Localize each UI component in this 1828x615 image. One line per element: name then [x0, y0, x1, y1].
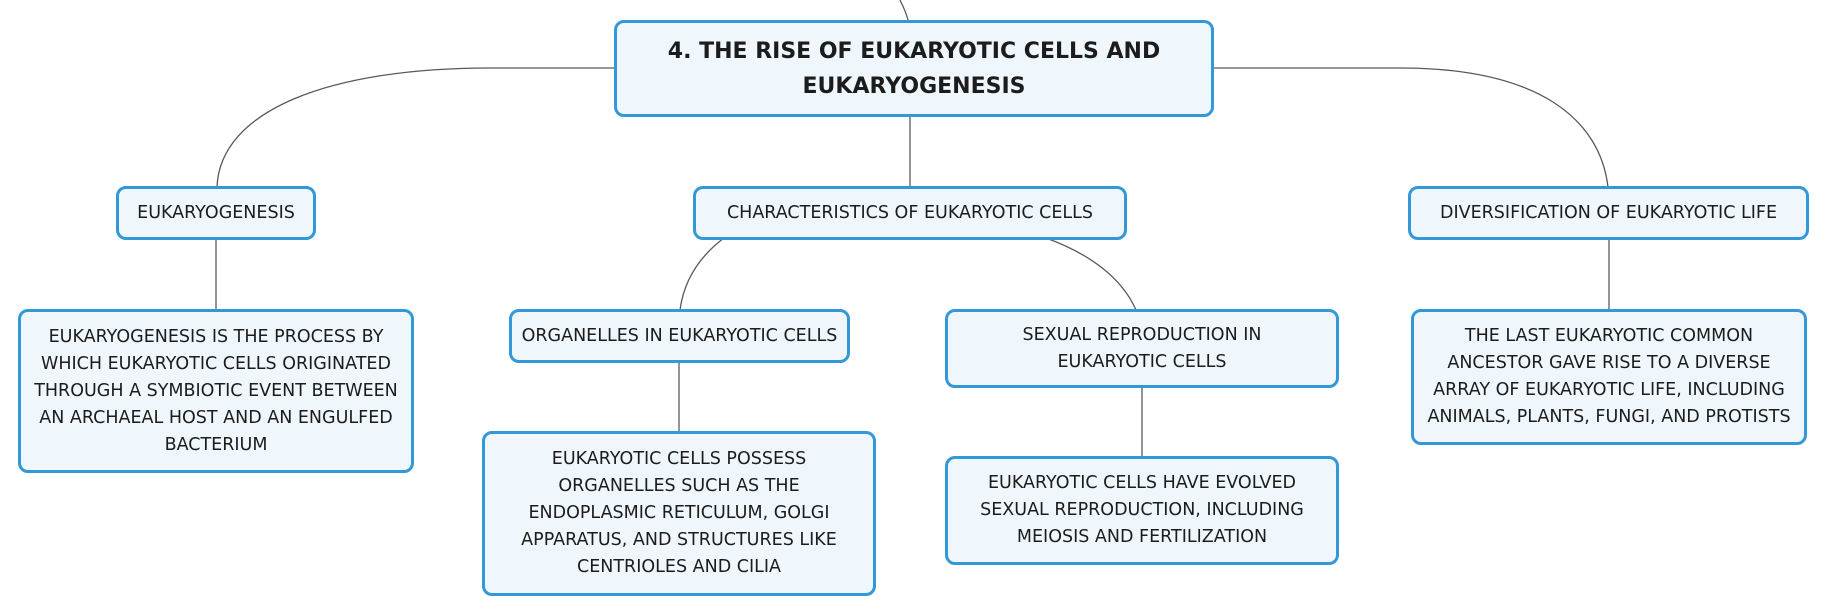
root-topic[interactable]: 4. THE RISE OF EUKARYOTIC CELLS AND EUKA… — [614, 20, 1214, 117]
topic-sexual-reproduction-label: SEXUAL REPRODUCTION IN EUKARYOTIC CELLS — [1022, 324, 1262, 372]
detail-diversification-text: THE LAST EUKARYOTIC COMMON ANCESTOR GAVE… — [1427, 326, 1791, 427]
topic-organelles[interactable]: ORGANELLES IN EUKARYOTIC CELLS — [509, 309, 850, 363]
root-topic-label: 4. THE RISE OF EUKARYOTIC CELLS AND EUKA… — [667, 38, 1161, 99]
connector-characteristics-reproduction — [1045, 237, 1137, 311]
detail-sexual-reproduction-text: EUKARYOTIC CELLS HAVE EVOLVED SEXUAL REP… — [980, 473, 1304, 547]
detail-sexual-reproduction[interactable]: EUKARYOTIC CELLS HAVE EVOLVED SEXUAL REP… — [945, 456, 1339, 565]
topic-characteristics-label: CHARACTERISTICS OF EUKARYOTIC CELLS — [726, 202, 1094, 223]
detail-organelles[interactable]: EUKARYOTIC CELLS POSSESS ORGANELLES SUCH… — [482, 431, 876, 596]
topic-diversification-label: DIVERSIFICATION OF EUKARYOTIC LIFE — [1439, 202, 1778, 223]
topic-characteristics[interactable]: CHARACTERISTICS OF EUKARYOTIC CELLS — [693, 186, 1127, 240]
connector-root-eukaryogenesis — [216, 67, 614, 188]
topic-diversification[interactable]: DIVERSIFICATION OF EUKARYOTIC LIFE — [1408, 186, 1809, 240]
topic-eukaryogenesis[interactable]: EUKARYOGENESIS — [116, 186, 316, 240]
detail-organelles-text: EUKARYOTIC CELLS POSSESS ORGANELLES SUCH… — [521, 449, 837, 577]
connector-root-diversification — [1214, 67, 1609, 188]
topic-organelles-label: ORGANELLES IN EUKARYOTIC CELLS — [521, 325, 838, 346]
detail-eukaryogenesis[interactable]: EUKARYOGENESIS IS THE PROCESS BY WHICH E… — [18, 309, 414, 473]
detail-diversification[interactable]: THE LAST EUKARYOTIC COMMON ANCESTOR GAVE… — [1411, 309, 1807, 445]
topic-sexual-reproduction[interactable]: SEXUAL REPRODUCTION IN EUKARYOTIC CELLS — [945, 309, 1339, 388]
detail-eukaryogenesis-text: EUKARYOGENESIS IS THE PROCESS BY WHICH E… — [34, 326, 398, 455]
topic-eukaryogenesis-label: EUKARYOGENESIS — [137, 202, 295, 223]
connector-to-parent — [899, 0, 909, 21]
connector-characteristics-organelles — [679, 237, 725, 311]
